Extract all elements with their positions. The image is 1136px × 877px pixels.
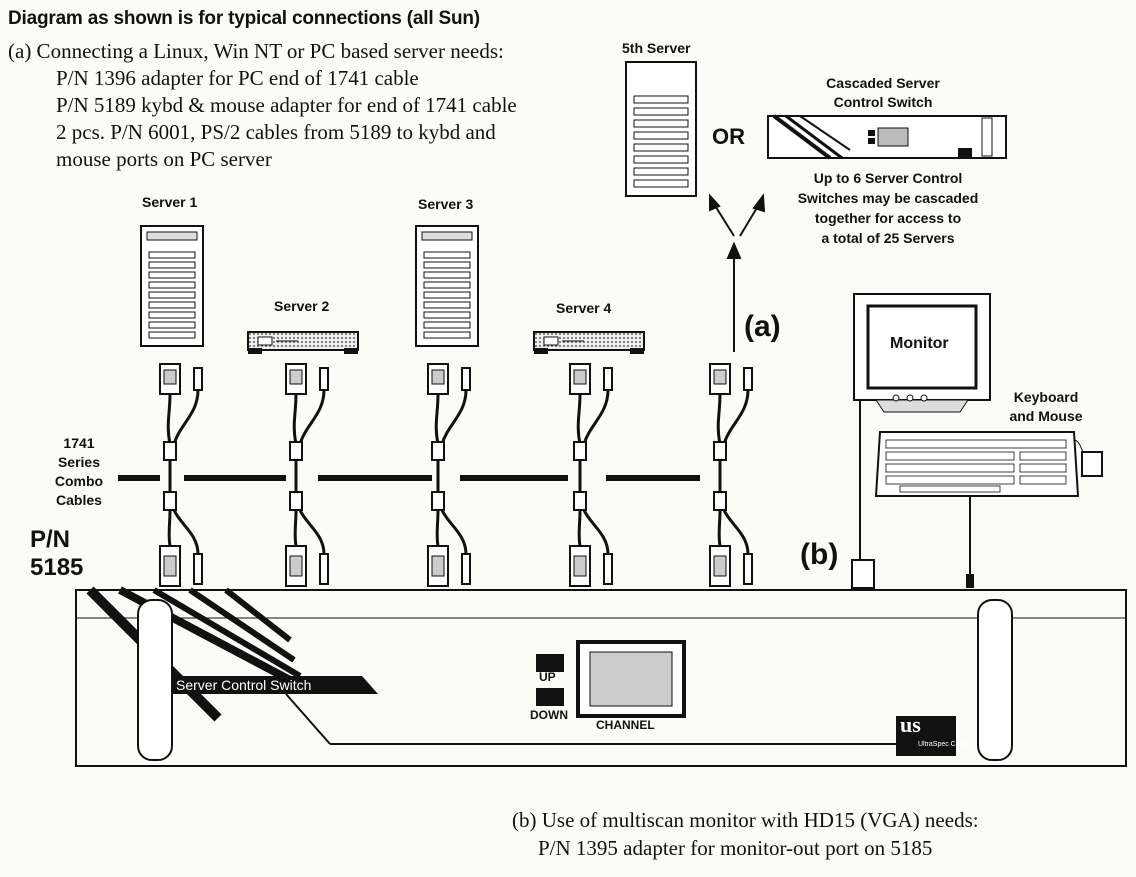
keyboard-label-line-1: Keyboard xyxy=(1013,389,1079,405)
note-a: (a) Connecting a Linux, Win NT or PC bas… xyxy=(8,38,517,173)
cables-label-line-2: Series xyxy=(57,454,101,470)
server-3-tower xyxy=(415,225,479,347)
cables-label: 1741 Series Combo Cables xyxy=(44,434,114,510)
cascaded-desc-line-2: Switches may be cascaded xyxy=(797,190,979,206)
combo-cable-4 xyxy=(568,362,614,588)
cascaded-title-line-2: Control Switch xyxy=(833,94,933,110)
brand-name: UltraSpec Cables xyxy=(918,741,973,748)
server-4-label: Server 4 xyxy=(556,300,612,316)
note-a-line-3: 2 pcs. P/N 6001, PS/2 cables from 5189 t… xyxy=(56,120,496,144)
down-label: DOWN xyxy=(530,708,568,722)
upgrade-arrows xyxy=(709,193,766,352)
keyboard-label-line-2: and Mouse xyxy=(1009,408,1083,424)
keyboard-illustration xyxy=(874,431,1103,588)
fifth-server-label: 5th Server xyxy=(622,40,691,56)
cascaded-desc-line-1: Up to 6 Server Control xyxy=(813,170,963,186)
note-b-line: P/N 1395 adapter for monitor-out port on… xyxy=(538,836,933,860)
cascaded-desc-line-4: a total of 25 Servers xyxy=(821,230,955,246)
server-3-label: Server 3 xyxy=(418,196,474,212)
monitor-label: Monitor xyxy=(890,335,949,352)
cables-label-line-3: Combo xyxy=(54,473,104,489)
diagram-heading: Diagram as shown is for typical connecti… xyxy=(8,8,480,29)
server-control-switch xyxy=(75,586,1127,767)
note-a-lead: (a) Connecting a Linux, Win NT or PC bas… xyxy=(8,39,504,63)
cascaded-title-line-1: Cascaded Server xyxy=(826,75,940,91)
pn-label-line-2: 5185 xyxy=(30,554,84,581)
marker-a: (a) xyxy=(744,310,781,343)
server-2-label: Server 2 xyxy=(274,298,330,314)
note-a-line-4: mouse ports on PC server xyxy=(56,147,272,171)
up-label: UP xyxy=(539,670,556,684)
server-4-flat xyxy=(533,331,645,355)
combo-cable-5 xyxy=(708,362,754,588)
pn-label-line-1: P/N xyxy=(30,526,71,553)
cascaded-desc-line-3: together for access to xyxy=(814,210,962,226)
monitor-illustration xyxy=(851,293,991,589)
note-b-lead: (b) Use of multiscan monitor with HD15 (… xyxy=(512,808,979,832)
note-a-line-1: P/N 1396 adapter for PC end of 1741 cabl… xyxy=(56,66,419,90)
fifth-server-tower xyxy=(625,61,697,197)
marker-b: (b) xyxy=(800,538,839,571)
cables-label-line-4: Cables xyxy=(56,492,102,508)
server-1-label: Server 1 xyxy=(142,194,198,210)
pn-5185-label: P/N 5185 xyxy=(30,526,83,582)
cascaded-switch-desc: Up to 6 Server Control Switches may be c… xyxy=(768,168,1008,248)
note-a-line-2: P/N 5189 kybd & mouse adapter for end of… xyxy=(56,93,517,117)
cables-label-line-1: 1741 xyxy=(63,435,95,451)
cascaded-switch-illustration xyxy=(767,114,1007,160)
or-label: OR xyxy=(712,124,745,149)
keyboard-mouse-label: Keyboard and Mouse xyxy=(996,388,1096,426)
note-b: (b) Use of multiscan monitor with HD15 (… xyxy=(512,806,979,862)
brand-logo: us xyxy=(900,712,921,737)
server-1-tower xyxy=(140,225,204,347)
cascaded-switch-title: Cascaded Server Control Switch xyxy=(808,74,958,112)
server-2-flat xyxy=(247,331,359,355)
switch-name-label: Server Control Switch xyxy=(176,677,312,693)
channel-label: CHANNEL xyxy=(596,718,655,732)
